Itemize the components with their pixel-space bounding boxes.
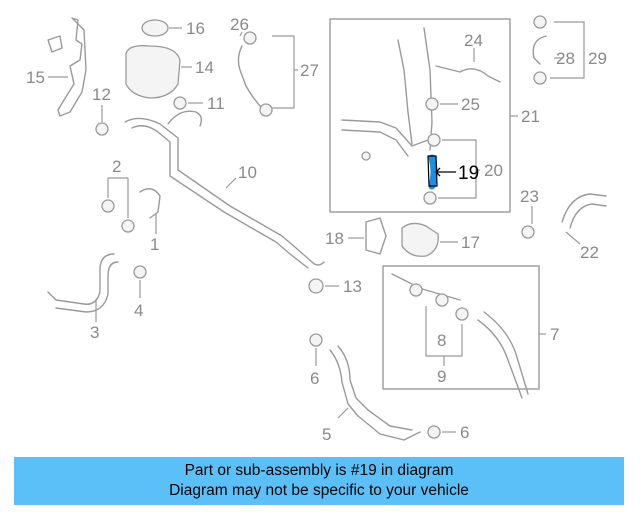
part-8-clamp-c — [455, 307, 469, 321]
part-20-clamp-b — [423, 191, 437, 205]
part-19-outline — [427, 155, 438, 187]
part-6-clamp-b — [427, 425, 441, 439]
part-22-hose-inner — [569, 203, 607, 229]
callout-26: 26 — [230, 15, 249, 34]
callout-22: 22 — [580, 243, 599, 262]
part-6-clamp-a — [309, 333, 323, 347]
part-5-hose-inner — [337, 345, 413, 431]
part-21-manifold — [341, 119, 429, 157]
callout-4: 4 — [134, 301, 143, 320]
part-2-clamp-b — [121, 219, 135, 233]
part-8-clamp-b — [435, 293, 449, 307]
part-15-bracket — [47, 17, 87, 117]
leader-22 — [565, 231, 581, 245]
part-13-clamp — [308, 278, 324, 294]
parts-diagram: 1 2 3 4 5 6 6 7 8 9 10 11 12 13 14 15 16… — [26, 15, 607, 444]
assembly-box-7 — [382, 265, 540, 390]
banner-line-1: Part or sub-assembly is #19 in diagram — [184, 462, 454, 479]
part-20-clamp-a — [427, 133, 441, 147]
part-12-clamp — [95, 122, 109, 136]
part-28-clamp-a — [533, 15, 547, 29]
part-8-clamp-a — [409, 283, 423, 297]
part-18-bracket — [365, 217, 387, 255]
callout-10: 10 — [238, 163, 257, 182]
callout-3: 3 — [90, 323, 99, 342]
callout-20: 20 — [484, 161, 503, 180]
banner-line-2: Diagram may not be specific to your vehi… — [169, 482, 469, 499]
part-28-clamp-b — [533, 71, 547, 85]
part-5-hose — [329, 349, 421, 441]
arrow-19 — [435, 167, 441, 177]
part-21-tube-b — [423, 27, 433, 151]
callout-29: 29 — [588, 49, 607, 68]
callout-6-top: 6 — [310, 369, 319, 388]
callout-9: 9 — [437, 367, 446, 386]
callout-15: 15 — [26, 68, 45, 87]
part-16-cap — [141, 19, 169, 37]
part-2-clamp-a — [101, 199, 115, 213]
part-22-hose — [561, 193, 607, 223]
leader-5 — [337, 407, 349, 419]
info-banner: Part or sub-assembly is #19 in diagram D… — [14, 457, 624, 505]
callout-23: 23 — [520, 187, 539, 206]
callout-16: 16 — [186, 19, 205, 38]
callout-19: 19 — [458, 163, 479, 184]
part-23-clamp — [521, 225, 535, 239]
callout-18: 18 — [325, 229, 344, 248]
part-25-clamp — [425, 97, 439, 111]
callout-11: 11 — [207, 94, 225, 113]
callout-1: 1 — [150, 235, 159, 254]
part-10-pipe — [124, 117, 325, 266]
callout-17: 17 — [461, 233, 480, 252]
part-19-hose-highlighted — [428, 154, 438, 190]
callout-24: 24 — [464, 31, 483, 50]
part-21-bolt — [361, 151, 371, 161]
part-3-hose — [47, 253, 115, 305]
leader-20 — [438, 139, 477, 199]
part-24-hose — [435, 65, 501, 83]
leader-10 — [225, 177, 237, 189]
callout-25: 25 — [461, 95, 480, 114]
part-21-tube-a — [397, 39, 413, 145]
leader-27 — [272, 35, 295, 109]
part-3-hose-inner — [55, 261, 119, 313]
callout-14: 14 — [195, 58, 214, 77]
part-26-clamp — [243, 31, 257, 45]
callout-21: 21 — [521, 107, 540, 126]
callout-27: 27 — [300, 61, 319, 80]
leader-29 — [550, 21, 585, 79]
assembly-box-21 — [329, 18, 511, 213]
callout-28: 28 — [556, 49, 575, 68]
part-1-hose — [139, 188, 161, 219]
part-10-branch — [167, 110, 203, 127]
part-28-hose — [532, 35, 547, 65]
part-17-pump — [401, 222, 439, 257]
callout-13: 13 — [343, 277, 362, 296]
part-27-clamp — [259, 103, 273, 117]
callout-6-bottom: 6 — [460, 423, 469, 442]
part-4-clamp — [133, 265, 147, 279]
part-26-hose — [237, 45, 263, 109]
leader-26 — [239, 31, 243, 37]
callout-12: 12 — [92, 85, 111, 104]
part-10-pipe-inner — [131, 125, 309, 269]
callout-2: 2 — [112, 157, 121, 176]
callout-5: 5 — [322, 425, 331, 444]
callout-8: 8 — [437, 331, 446, 350]
callout-7: 7 — [550, 325, 559, 344]
part-11-clamp — [173, 96, 187, 110]
part-14-reservoir — [125, 45, 181, 99]
part-7-pipe-inner — [483, 311, 529, 395]
